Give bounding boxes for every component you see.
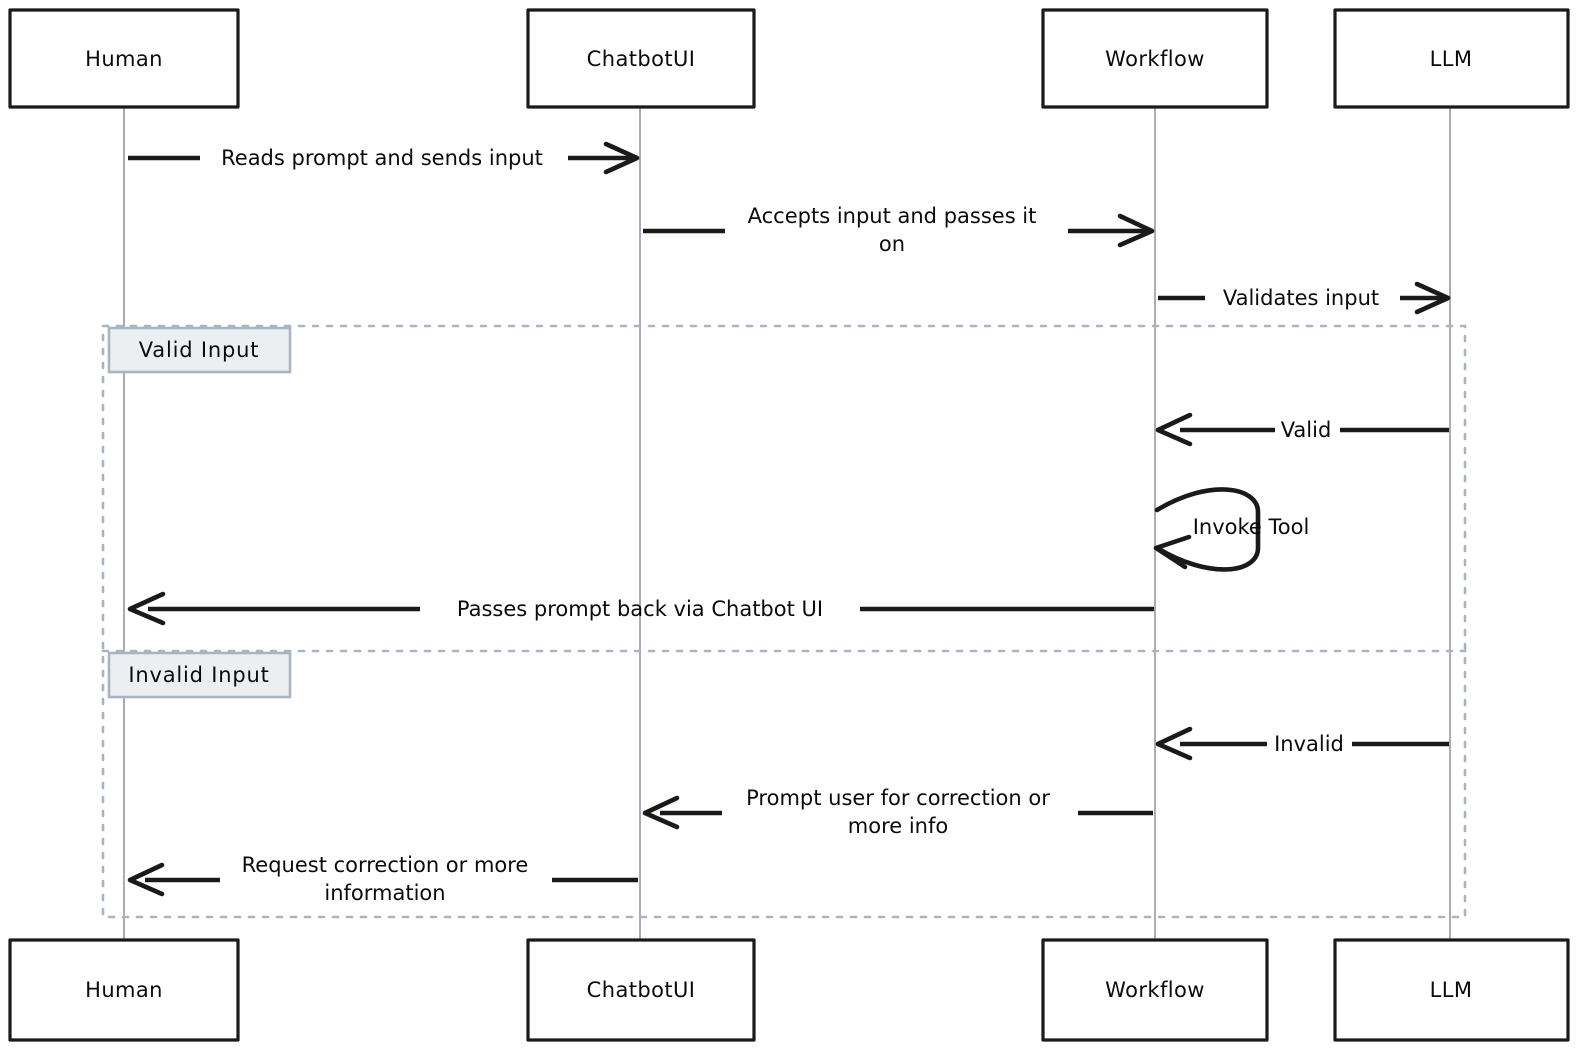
participant-human-top[interactable]: Human	[8, 8, 240, 109]
message-label-line-1: Accepts input and passes it	[748, 204, 1037, 228]
participant-workflow-bottom[interactable]: Workflow	[1041, 938, 1269, 1042]
message-valid: Valid	[1155, 412, 1449, 447]
participant-llm-top[interactable]: LLM	[1333, 8, 1570, 109]
message-label-line-2: on	[879, 232, 905, 256]
participant-boxes-top: Human ChatbotUI Workflow LLM	[8, 8, 1570, 109]
message-label: Invoke Tool	[1193, 515, 1310, 539]
participant-label: Workflow	[1105, 47, 1205, 71]
participant-box[interactable]	[8, 938, 240, 1042]
arrowhead-right-icon	[1117, 213, 1155, 248]
participant-box[interactable]	[1041, 938, 1269, 1042]
arrowhead-right-icon	[1414, 281, 1451, 315]
alt-frame-border	[101, 324, 1467, 919]
alt-tab-rect-invalid	[107, 651, 292, 699]
arrowhead-left-icon	[1153, 534, 1192, 570]
alt-section-tab-valid: Valid Input	[107, 326, 292, 374]
message-label: Passes prompt back via Chatbot UI	[457, 597, 823, 621]
participant-label: Workflow	[1105, 978, 1205, 1002]
participant-label: ChatbotUI	[587, 47, 696, 71]
alt-tab-label-invalid: Invalid Input	[128, 663, 269, 687]
participant-box[interactable]	[1333, 938, 1570, 1042]
participant-human-bottom[interactable]: Human	[8, 938, 240, 1042]
message-reads-prompt-and-sends-input: Reads prompt and sends input	[128, 141, 640, 175]
participant-chatbotui-bottom[interactable]: ChatbotUI	[526, 938, 756, 1042]
message-label: Validates input	[1223, 286, 1379, 310]
self-loop-path	[1154, 487, 1261, 572]
participant-box[interactable]	[526, 938, 756, 1042]
message-label-line-1: Prompt user for correction or	[746, 786, 1050, 810]
participant-box[interactable]	[8, 8, 240, 109]
message-label-line-2: more info	[848, 814, 948, 838]
alt-frame: Valid Input Invalid Input	[101, 324, 1467, 919]
alt-tab-label-valid: Valid Input	[139, 338, 259, 362]
message-invalid: Invalid	[1155, 726, 1449, 761]
message-prompt-user-for-correction: Prompt user for correction or more info	[642, 786, 1153, 838]
participant-label: Human	[85, 47, 163, 71]
arrowhead-left-icon	[1155, 412, 1193, 447]
message-label: Valid	[1281, 418, 1332, 442]
participant-label: Human	[85, 978, 163, 1002]
participant-label: LLM	[1430, 47, 1473, 71]
message-label-line-1: Request correction or more	[242, 853, 529, 877]
message-invoke-tool: Invoke Tool	[1153, 487, 1310, 572]
lifelines	[123, 107, 1451, 944]
participant-box[interactable]	[526, 8, 756, 109]
participant-label: LLM	[1430, 978, 1473, 1002]
arrowhead-left-icon	[1155, 726, 1193, 761]
arrowhead-left-icon	[642, 795, 680, 830]
participant-boxes-bottom: Human ChatbotUI Workflow LLM	[8, 938, 1570, 1042]
arrowhead-left-icon	[127, 591, 166, 626]
message-label: Invalid	[1274, 732, 1344, 756]
message-accepts-input-and-passes-it-on: Accepts input and passes it on	[643, 204, 1155, 256]
participant-llm-bottom[interactable]: LLM	[1333, 938, 1570, 1042]
arrowhead-left-icon	[127, 862, 165, 897]
message-validates-input: Validates input	[1158, 281, 1451, 315]
participant-label: ChatbotUI	[587, 978, 696, 1002]
arrowhead-right-icon	[603, 141, 640, 175]
message-label: Reads prompt and sends input	[221, 146, 543, 170]
participant-box[interactable]	[1333, 8, 1570, 109]
message-label-line-2: information	[324, 881, 445, 905]
alt-section-tab-invalid: Invalid Input	[107, 651, 292, 699]
message-passes-prompt-back-via-chatbot-ui: Passes prompt back via Chatbot UI	[127, 591, 1154, 626]
participant-chatbotui-top[interactable]: ChatbotUI	[526, 8, 756, 109]
message-request-correction-or-more-information: Request correction or more information	[127, 853, 638, 905]
participant-box[interactable]	[1041, 8, 1269, 109]
alt-tab-rect-valid	[107, 326, 292, 374]
participant-workflow-top[interactable]: Workflow	[1041, 8, 1269, 109]
